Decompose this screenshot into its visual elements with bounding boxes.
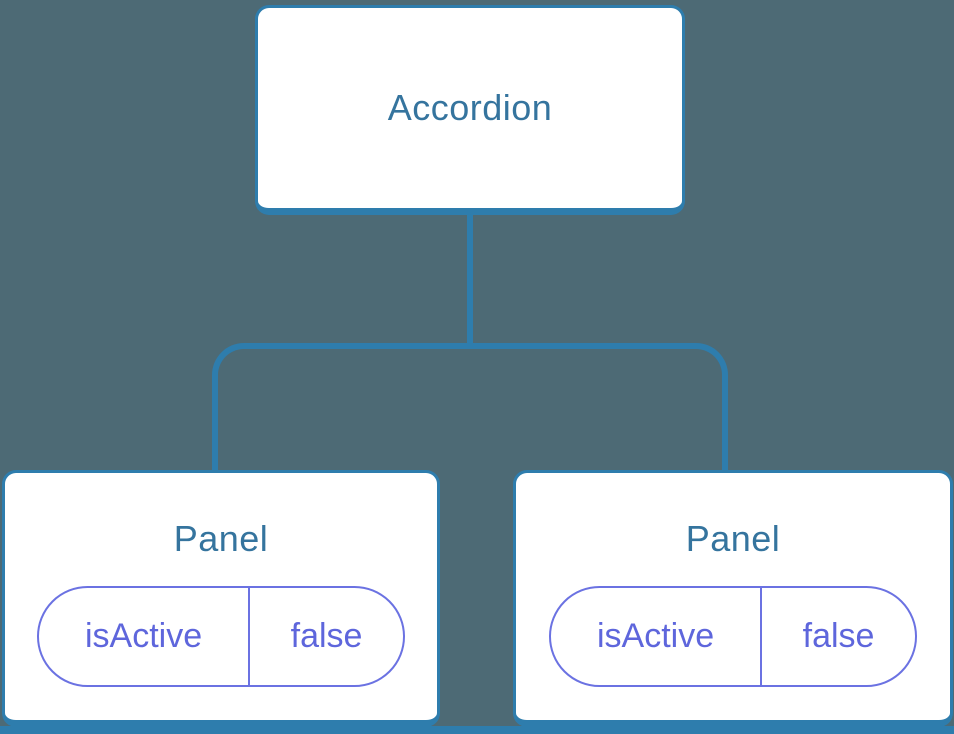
state-pill: isActive false bbox=[37, 586, 405, 688]
tree-node-accordion: Accordion bbox=[255, 5, 685, 215]
prop-name: isActive bbox=[39, 588, 251, 686]
state-pill: isActive false bbox=[549, 586, 917, 688]
bottom-border-strip bbox=[0, 726, 954, 734]
prop-name: isActive bbox=[551, 588, 763, 686]
connector-stem bbox=[467, 215, 473, 349]
prop-value: false bbox=[802, 617, 875, 656]
node-label: Panel bbox=[685, 518, 781, 559]
prop-value: false bbox=[290, 617, 363, 656]
tree-node-panel-left: Panel isActive false bbox=[2, 470, 440, 727]
node-label: Accordion bbox=[387, 87, 553, 129]
connector-branches bbox=[212, 343, 728, 470]
tree-node-panel-right: Panel isActive false bbox=[513, 470, 953, 727]
node-label: Panel bbox=[173, 518, 269, 559]
